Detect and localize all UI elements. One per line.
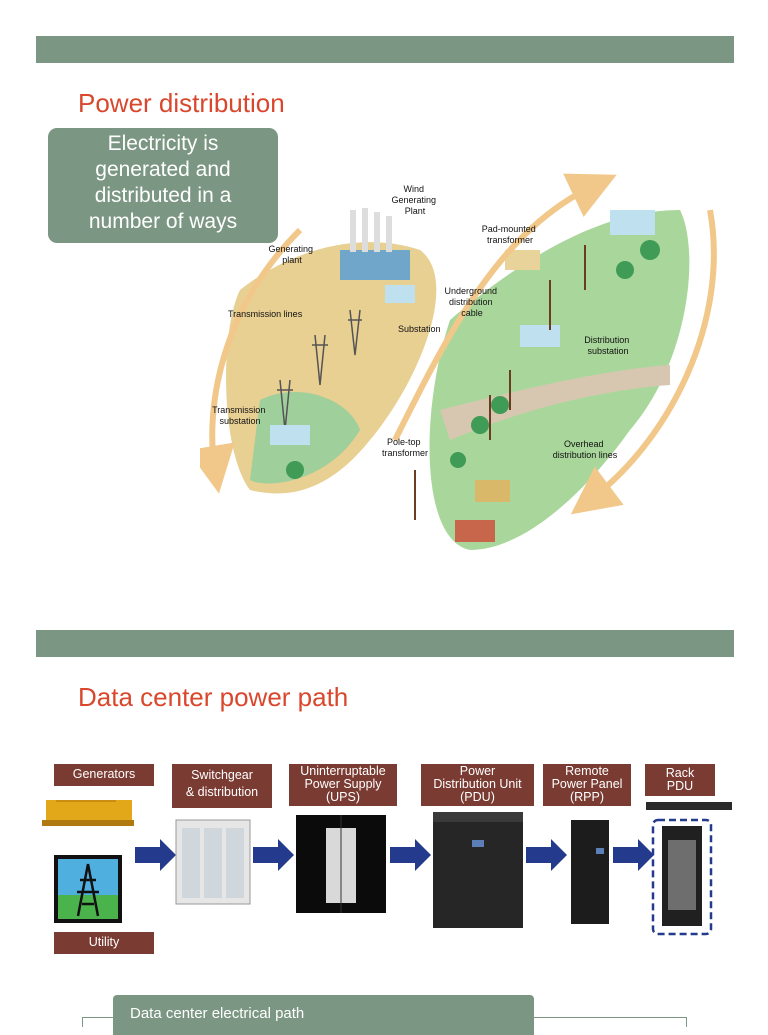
switchgear-image [175,819,251,905]
transmission-tower-3 [277,379,293,431]
callout-line: Electricity is [107,132,219,155]
label-generating-plant: Generating plant [268,244,315,265]
label-overhead-lines: Overhead distribution lines [553,439,618,460]
transmission-substation [270,425,310,445]
arrow-1 [135,839,176,871]
power-distribution-illustration: Wind Generating Plant Generating plant P… [200,173,717,550]
slide2-title: Data center power path [78,682,349,712]
slide1-title: Power distribution [78,88,285,118]
upper-substation [610,210,655,235]
house-1 [475,480,510,502]
road [440,365,670,440]
callout-box: Electricity is generated and distributed… [48,128,278,243]
label-distribution-substation: Distribution substation [584,335,632,356]
box-generators: Generators [54,764,154,786]
power-path-diagram [42,800,732,936]
ups-image [296,815,386,913]
generator-image [42,800,134,826]
arrow-4 [526,839,567,871]
callout-line: number of ways [88,210,238,233]
transmission-tower-1 [348,309,362,356]
pad-mounted-transformer [505,250,540,270]
bottom-rule-right-tick [686,1017,687,1027]
bottom-rule-left-tick [82,1017,83,1027]
transmission-tower-2 [312,334,328,386]
substation [385,285,415,303]
label-underground-cable: Underground distribution cable [444,286,499,318]
pdu-image [433,812,523,928]
label-transmission-lines: Transmission lines [228,309,303,319]
utility-icon [54,855,122,923]
distribution-substation [520,325,560,347]
label-substation: Substation [398,324,441,334]
label-pole-top-transformer: Pole-top transformer [382,437,428,458]
label-pad-mounted: Pad-mounted transformer [482,224,539,245]
label-transmission-substation: Transmission substation [212,405,268,426]
slide1-header-band [36,36,734,63]
flow-arrow-left [200,227,303,494]
bottom-rule-left [82,1017,113,1018]
box-utility: Utility [54,932,154,954]
house-2 [455,520,495,542]
box-switchgear: Switchgear& distribution [172,764,272,808]
callout-line: distributed in a [94,184,232,207]
callout-line: generated and [95,158,231,181]
slide2-header-band [36,630,734,657]
generating-plant-building [340,250,410,280]
arrow-5 [613,839,654,871]
flow-arrow-right [570,209,717,515]
right-terrain [429,210,690,550]
arrow-2 [253,839,294,871]
rack-pdu-image [646,802,732,936]
arrow-3 [390,839,431,871]
rpp-image [571,820,609,924]
bottom-label-box: Data center electrical path [113,995,534,1035]
label-wind-plant: Wind Generating Plant [391,184,438,216]
bottom-rule-right [534,1017,687,1018]
flow-arrow-middle [392,173,617,442]
